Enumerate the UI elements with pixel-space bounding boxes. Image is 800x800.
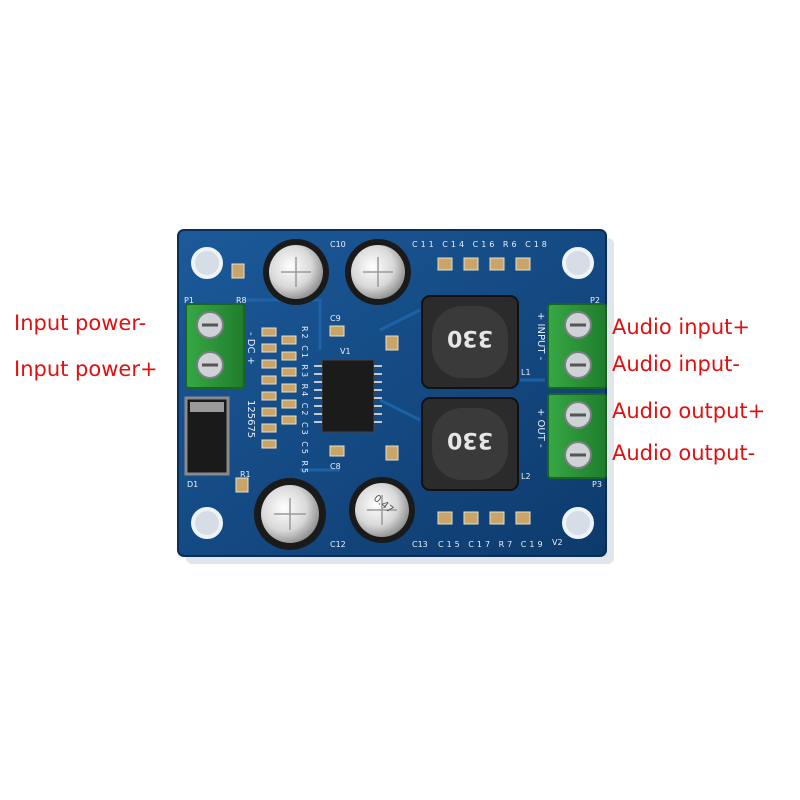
silk-r1: R1 [240, 470, 251, 479]
mounting-holes [191, 247, 594, 539]
terminal-block-p2 [547, 303, 607, 389]
silk-input: + INPUT - [535, 312, 546, 361]
label-audio-output-minus: Audio output- [612, 441, 756, 465]
silk-v2: V2 [552, 538, 563, 547]
pcb-traces [245, 298, 545, 472]
capacitor-c10-left [263, 239, 329, 305]
label-input-power-plus: Input power+ [14, 357, 158, 381]
silk-v1: V1 [340, 347, 351, 356]
silk-top-row: C11 C14 C16 R6 C18 [412, 240, 550, 249]
inductor-l2-marking: 330 [447, 427, 493, 452]
silk-out: + OUT - [535, 408, 546, 448]
inductor-l2 [421, 397, 519, 491]
capacitor-c10-right [345, 239, 411, 305]
silk-l2: L2 [521, 472, 531, 481]
silk-left-column: R2 C1 R3 R4 C2 C3 C5 R5 [300, 326, 309, 476]
capacitor-c12 [254, 478, 326, 550]
silk-c10: C10 [330, 240, 346, 249]
silk-p1: P1 [184, 296, 194, 305]
label-audio-input-minus: Audio input- [612, 352, 740, 376]
silk-p3: P3 [592, 480, 602, 489]
inductor-l1 [421, 295, 519, 389]
silk-c8: C8 [330, 462, 341, 471]
silk-c13: C13 [412, 540, 428, 549]
silk-r8: R8 [236, 296, 247, 305]
smd-left-column [261, 327, 297, 449]
terminal-block-p3 [547, 393, 607, 479]
silk-bottom-row: C15 C17 R7 C19 [438, 540, 546, 549]
silk-dc: - DC + [245, 332, 256, 366]
silk-l1: L1 [521, 368, 531, 377]
silk-d1: D1 [187, 480, 199, 489]
label-audio-input-plus: Audio input+ [612, 315, 750, 339]
inductor-l1-marking: 330 [447, 325, 493, 350]
diode-d1 [184, 396, 230, 476]
label-audio-output-plus: Audio output+ [612, 399, 766, 423]
amplifier-ic [314, 359, 382, 433]
silk-c9: C9 [330, 314, 341, 323]
capacitor-c13 [349, 477, 415, 543]
smd-rows [231, 257, 531, 525]
silk-c12: C12 [330, 540, 346, 549]
silk-serial: 125675 [245, 400, 256, 439]
silk-p2: P2 [590, 296, 600, 305]
terminal-block-p1 [185, 303, 245, 389]
label-input-power-minus: Input power- [14, 311, 147, 335]
